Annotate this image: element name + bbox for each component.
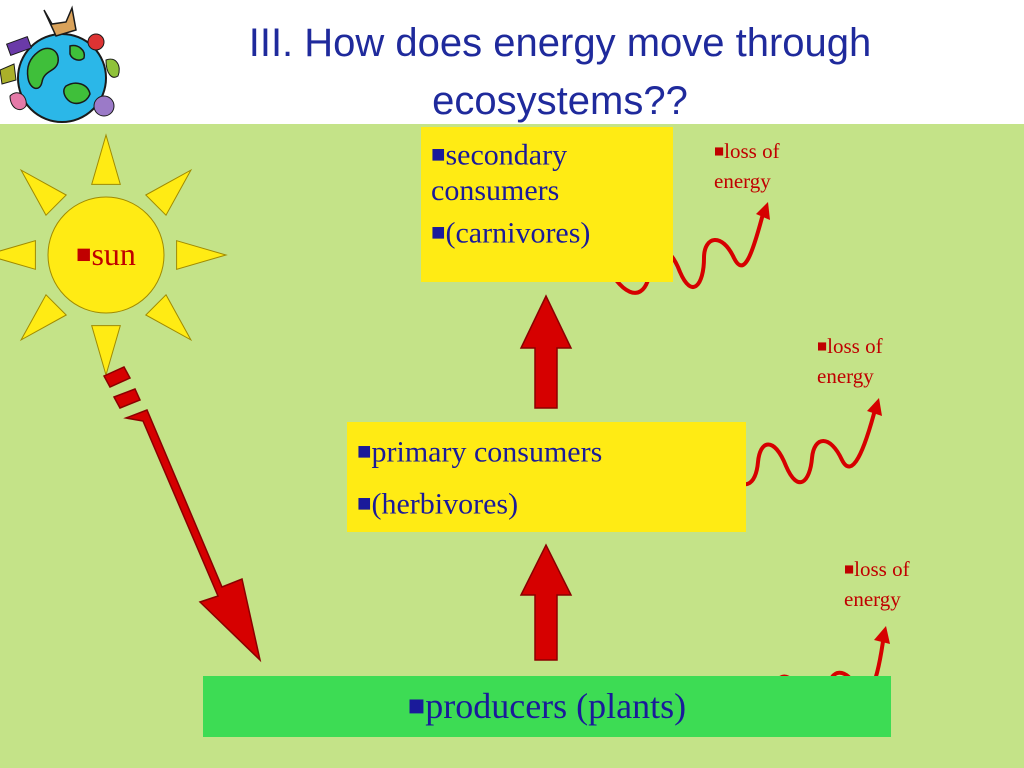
earth-with-animals-icon — [0, 5, 120, 123]
sun-ray — [144, 293, 193, 342]
sunlight-arrow — [102, 366, 262, 663]
sun-ray — [91, 133, 121, 185]
bullet-icon: ■ — [431, 220, 446, 247]
sun-disc — [47, 196, 165, 314]
bullet-icon: ■ — [844, 559, 855, 579]
bullet-icon: ■ — [357, 439, 372, 465]
sun-label-text: sun — [91, 236, 136, 272]
sun-ray — [19, 293, 68, 342]
sun-label: ■sun — [76, 236, 136, 273]
primary-consumers-box: ■primary consumers ■(herbivores) — [347, 422, 746, 532]
energy-arrow-primary-to-secondary — [519, 294, 573, 409]
bullet-icon: ■ — [817, 336, 828, 356]
secondary-consumers-box: ■secondary consumers ■(carnivores) — [421, 127, 673, 282]
loss-of-energy-label: ■loss of energy — [714, 139, 780, 194]
carnivores-label: (carnivores) — [445, 216, 591, 250]
sun-ray — [0, 240, 36, 270]
primary-consumers-label: primary consumers — [371, 435, 603, 469]
sun-ray — [176, 240, 228, 270]
heat-loss-arrow-primary — [724, 398, 882, 487]
herbivores-label: (herbivores) — [371, 487, 519, 521]
loss-of-energy-label: ■loss of energy — [817, 334, 883, 389]
bullet-icon: ■ — [76, 239, 92, 269]
energy-arrow-producers-to-primary — [519, 543, 573, 661]
sun-ray — [91, 325, 121, 377]
bullet-icon: ■ — [357, 491, 372, 518]
sun-ray — [19, 168, 68, 217]
producers-box: ■producers (plants) — [203, 676, 891, 737]
loss-of-energy-label: ■loss of energy — [844, 557, 910, 612]
secondary-consumers-label: secondary consumers — [431, 138, 568, 208]
sun-ray — [144, 168, 193, 217]
bullet-icon: ■ — [407, 690, 426, 723]
bullet-icon: ■ — [714, 141, 725, 161]
sun-icon — [0, 133, 228, 377]
bullet-icon: ■ — [431, 142, 446, 168]
producers-label: producers (plants) — [425, 686, 687, 726]
page-title: III. How does energy move through ecosys… — [248, 21, 872, 123]
